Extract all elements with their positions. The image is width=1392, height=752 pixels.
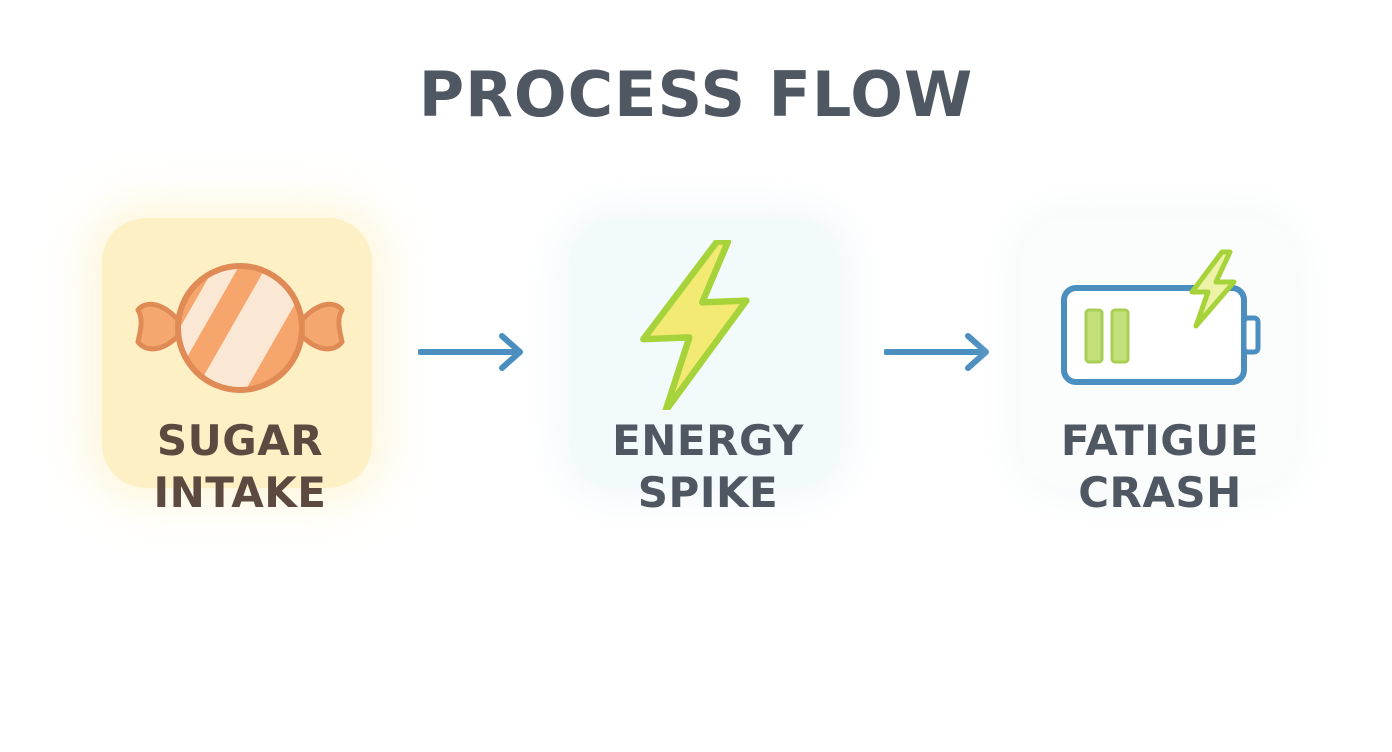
page-title: PROCESS FLOW: [418, 58, 974, 131]
step-label-line2: INTAKE: [153, 468, 327, 517]
arrow-right-icon: [418, 333, 523, 371]
lightning-bolt-icon: [640, 240, 750, 410]
step-fatigue-crash: FATIGUE CRASH: [990, 200, 1292, 540]
step-label: FATIGUE CRASH: [990, 415, 1330, 519]
low-battery-icon: [1061, 249, 1261, 385]
step-label-line2: CRASH: [1078, 468, 1242, 517]
step-energy-spike: ENERGY SPIKE: [538, 200, 840, 540]
step-label-line2: SPIKE: [637, 468, 779, 517]
candy-icon: [135, 263, 345, 393]
step-label-line1: FATIGUE: [1060, 416, 1260, 465]
arrow-right-icon: [884, 333, 989, 371]
step-label: ENERGY SPIKE: [538, 415, 878, 519]
step-label: SUGAR INTAKE: [70, 415, 410, 519]
step-label-line1: SUGAR: [156, 416, 324, 465]
step-sugar-intake: SUGAR INTAKE: [70, 200, 372, 540]
step-label-line1: ENERGY: [612, 416, 804, 465]
